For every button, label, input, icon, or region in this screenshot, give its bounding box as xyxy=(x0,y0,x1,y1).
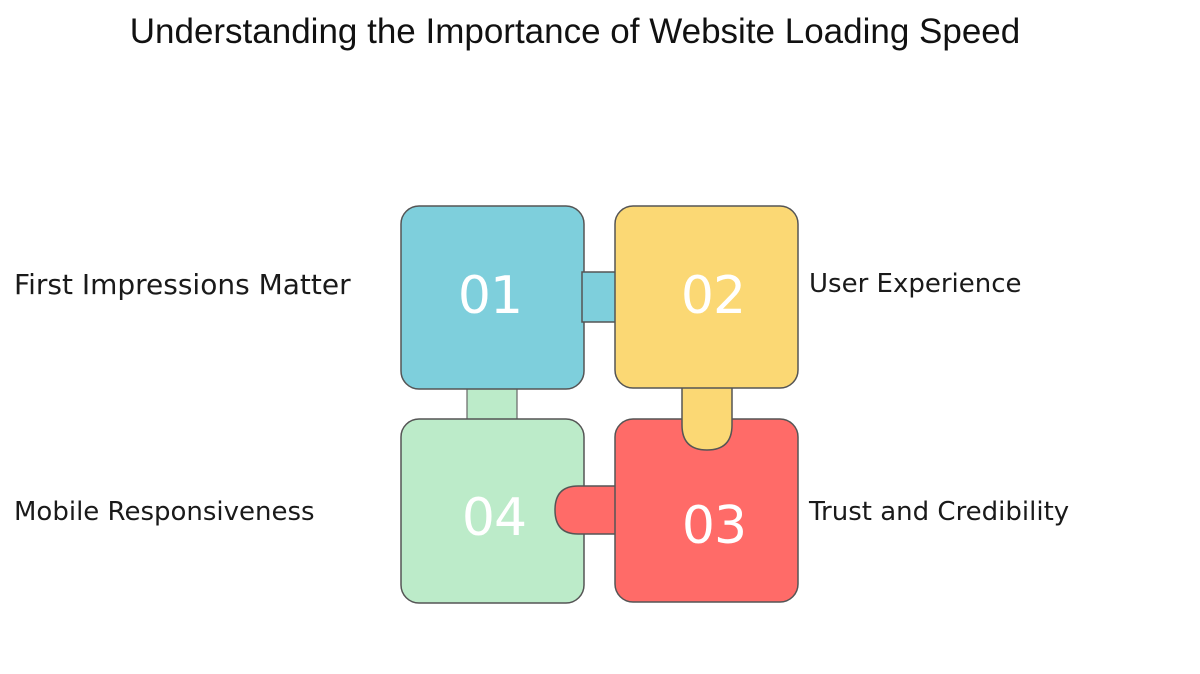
puzzle-number-04: 04 xyxy=(462,488,526,548)
puzzle-number-03: 03 xyxy=(682,496,746,556)
puzzle-piece-02-body xyxy=(614,205,799,389)
label-mobile-responsiveness: Mobile Responsiveness xyxy=(14,497,315,527)
label-first-impressions: First Impressions Matter xyxy=(14,268,351,301)
puzzle-piece-04 xyxy=(400,361,585,604)
puzzle-piece-03 xyxy=(554,418,799,603)
puzzle-piece-02 xyxy=(614,205,799,451)
puzzle-number-01: 01 xyxy=(458,266,522,326)
label-trust-credibility: Trust and Credibility xyxy=(809,497,1070,527)
puzzle-piece-01 xyxy=(400,205,645,390)
puzzle-piece-02-tab xyxy=(681,379,733,451)
puzzle-number-02: 02 xyxy=(681,266,745,326)
label-user-experience: User Experience xyxy=(809,269,1022,299)
puzzle-piece-03-tab xyxy=(554,485,621,535)
diagram-title: Understanding the Importance of Website … xyxy=(129,12,1021,51)
